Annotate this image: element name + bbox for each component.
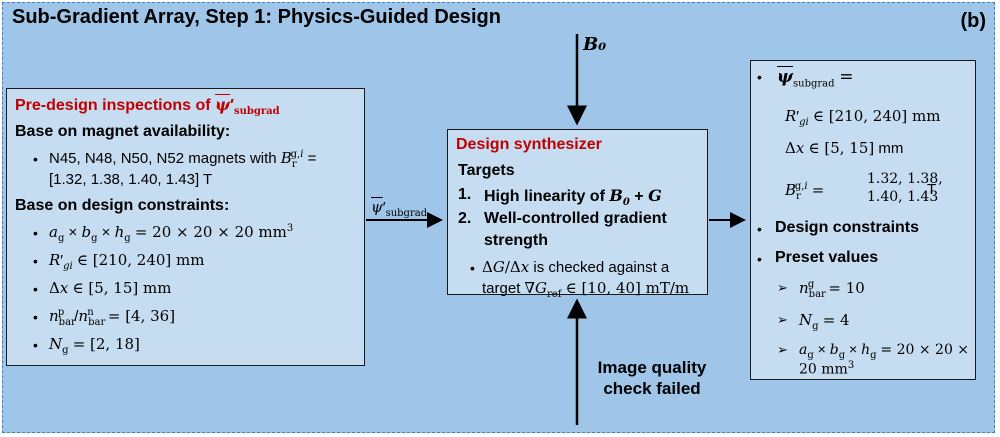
preset-nbar: nbarg = 10 [799,279,865,300]
brace-item-radius: R′gi ∈ [210, 240] mm [785,107,941,128]
figure-title: Sub-Gradient Array, Step 1: Physics-Guid… [12,6,501,28]
constraint-dx: Δx ∈ [5, 15] mm [49,279,172,297]
psi-arrow-label: ψ′subgrad [371,198,428,219]
arrow-bullet-icon: ➢ [777,342,788,357]
design-output-box: • ψsubgrad = R′gi ∈ [210, 240] mm Δx ∈ [… [750,60,976,380]
magnet-availability-heading: Base on magnet availability: [15,123,231,140]
target-2-number: 2. [458,210,472,227]
preset-size-line-2: 20 mm3 [799,360,855,378]
bullet-dot: • [33,309,38,325]
constraint-magnet-size: ag × bg × hg = 20 × 20 × 20 mm3 [49,223,294,244]
brace-item-br-label: Brg,i = [785,181,825,202]
bullet-dot: • [757,69,762,85]
target-2-line-2: strength [484,232,548,249]
matrix-row-2: 1.40, 1.43 [867,189,939,205]
check-line-1: ΔG/Δx is checked against a [482,258,670,276]
constraint-bar-ratio: nbarp/nbarn = [4, 36] [49,307,176,328]
constraint-radius: R′gi ∈ [210, 240] mm [49,251,205,272]
preset-ng: Ng = 4 [799,311,850,332]
target-2-line-1: Well-controlled gradient [484,210,667,227]
arrow-bullet-icon: ➢ [777,312,788,327]
matrix-row-1: 1.32, 1.38, [867,171,943,187]
bullet-dot: • [757,221,762,237]
design-constraints-heading: Base on design constraints: [15,197,230,214]
image-quality-label: Image quality check failed [597,358,707,398]
target-1-number: 1. [458,186,472,203]
b0-label: B₀ [583,34,607,55]
brace-item-dx: Δx ∈ [5, 15] mm [785,139,904,157]
magnets-line-2: [1.32, 1.38, 1.40, 1.43] T [49,171,213,188]
bullet-dot: • [470,260,475,276]
preset-values-label: Preset values [775,249,879,266]
bullet-dot: • [33,225,38,241]
preset-size-line-1: ag × bg × hg = 20 × 20 × [799,341,970,361]
synthesizer-heading: Design synthesizer [456,136,602,153]
bullet-dot: • [33,151,38,167]
target-1-text: High linearity of B0 + G [484,186,662,209]
bullet-dot: • [33,253,38,269]
magnets-line-1: N45, N48, N50, N52 magnets with Brg,i = [49,149,317,170]
pre-design-heading: Pre-design inspections of ψ′subgrad [15,95,280,118]
design-synthesizer-box: Design synthesizer Targets 1. High linea… [447,129,708,300]
design-constraints-label: Design constraints [775,219,920,236]
targets-heading: Targets [458,162,515,179]
bullet-dot: • [757,251,762,267]
check-line-2: target ∇Gref ∈ [10, 40] mT/m [482,279,690,300]
psi-subgrad-title: ψsubgrad = [777,67,854,90]
matrix-unit: T [927,181,937,198]
bullet-dot: • [33,337,38,353]
constraint-ng: Ng = [2, 18] [49,335,140,356]
panel-label: (b) [960,10,986,32]
bullet-dot: • [33,281,38,297]
arrow-bullet-icon: ➢ [777,280,788,295]
pre-design-box: Pre-design inspections of ψ′subgrad Base… [6,88,365,366]
